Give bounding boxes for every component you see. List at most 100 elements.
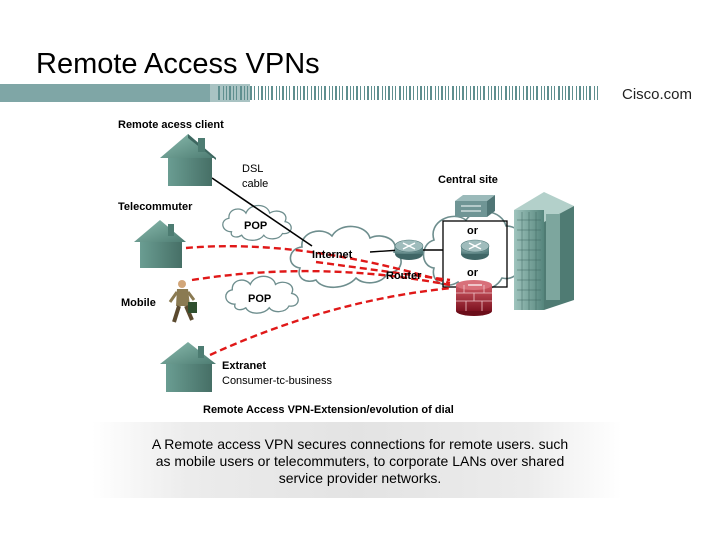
title-bar-stripe [218,86,220,100]
title-bar-stripe [498,86,499,100]
title-bar-stripe [314,86,316,100]
label-dsl: DSL [242,163,263,175]
slide-title: Remote Access VPNs [36,48,320,80]
title-bar-stripe [576,86,577,100]
title-bar-stripe [324,86,326,100]
title-bar-stripe [579,86,581,100]
title-bar-stripe [385,86,386,100]
title-bar-stripe [568,86,570,100]
title-bar-stripe [427,86,428,100]
tunnel-client [315,260,451,282]
firewall-icon [456,280,492,316]
title-bar-stripe [533,86,534,100]
title-bar-stripe [558,86,560,100]
title-bar-stripe [445,86,446,100]
title-bar-stripe [530,86,531,100]
title-bar-stripe [409,86,411,100]
title-bar-stripe [438,86,439,100]
title-bar-stripe [367,86,369,100]
title-bar [0,84,720,102]
title-bar-stripe [226,86,227,100]
title-bar-stripe [268,86,269,100]
title-bar-stripe [583,86,584,100]
central-router-icon [460,239,490,260]
title-bar-stripe [509,86,510,100]
title-bar-stripe [318,86,319,100]
title-bar-graphic [0,84,598,102]
title-bar-stripe [388,86,390,100]
description-line-2: as mobile users or telecommuters, to cor… [155,453,565,469]
title-bar-stripe [289,86,290,100]
title-bar-stripe [565,86,566,100]
title-bar-stripe [441,86,443,100]
title-bar-stripe [233,86,234,100]
dsl-cable-link [211,177,313,247]
title-bar-stripe [300,86,301,100]
title-bar-stripe [459,86,460,100]
title-bar-stripe [589,86,591,100]
title-bar-stripe [399,86,401,100]
title-bar-stripe [430,86,432,100]
router-icon [394,239,424,260]
title-bar-stripe [462,86,464,100]
label-pop-top: POP [244,220,267,232]
title-bar-stripe [335,86,337,100]
title-bar-stripe [477,86,478,100]
corporate-building-icon [514,192,574,310]
title-bar-stripe [519,86,520,100]
title-bar-stripe [303,86,305,100]
title-bar-stripe [250,86,252,100]
title-bar-stripe [562,86,563,100]
label-extranet: Extranet [222,360,266,372]
title-bar-stripe [491,86,492,100]
label-consumer: Consumer-tc-business [222,375,333,387]
title-bar-stripe [364,86,365,100]
title-bar-stripe [526,86,528,100]
title-bar-stripe [293,86,295,100]
title-bar-stripe [505,86,507,100]
title-bar-stripe [551,86,552,100]
title-bar-stripe [240,86,242,100]
label-central-site: Central site [438,174,498,186]
title-bar-stripe [554,86,555,100]
title-bar-stripe [350,86,351,100]
title-bar-stripe [403,86,404,100]
title-bar-stripe [420,86,422,100]
title-bar-stripe [229,86,231,100]
title-bar-stripe [282,86,284,100]
title-bar-stripe [286,86,287,100]
title-bar-stripe [236,86,237,100]
title-bar-stripe [258,86,259,100]
label-cable: cable [242,178,268,190]
tunnel-extranet [209,286,453,357]
title-bar-stripe [547,86,549,100]
description-panel [92,422,622,498]
title-bar-stripe [279,86,280,100]
title-bar-stripe [452,86,454,100]
title-bar-stripe [480,86,481,100]
title-bar-stripe [473,86,475,100]
title-bar-stripe [321,86,322,100]
title-bar-stripe [483,86,485,100]
house-telecommuter [134,220,186,268]
title-bar-stripe [515,86,517,100]
title-bar-stripe [541,86,542,100]
title-bar-stripe [572,86,573,100]
title-bar-stripe [276,86,277,100]
label-remote-client: Remote acess client [118,119,224,131]
title-bar-stripe [353,86,354,100]
tunnel-telecommuter [185,244,451,285]
title-bar-stripe [536,86,538,100]
title-bar-stripe [395,86,396,100]
title-bar-stripe [501,86,502,100]
title-bar-stripe [332,86,333,100]
title-bar-stripe [435,86,436,100]
title-bar-stripe [371,86,372,100]
title-bar-stripe [417,86,418,100]
title-bar-stripe [360,86,361,100]
title-bar-stripe [470,86,471,100]
title-bar-stripe [512,86,513,100]
label-or-bottom: or [467,267,479,279]
title-bar-stripe [448,86,449,100]
title-bar-stripe [466,86,467,100]
